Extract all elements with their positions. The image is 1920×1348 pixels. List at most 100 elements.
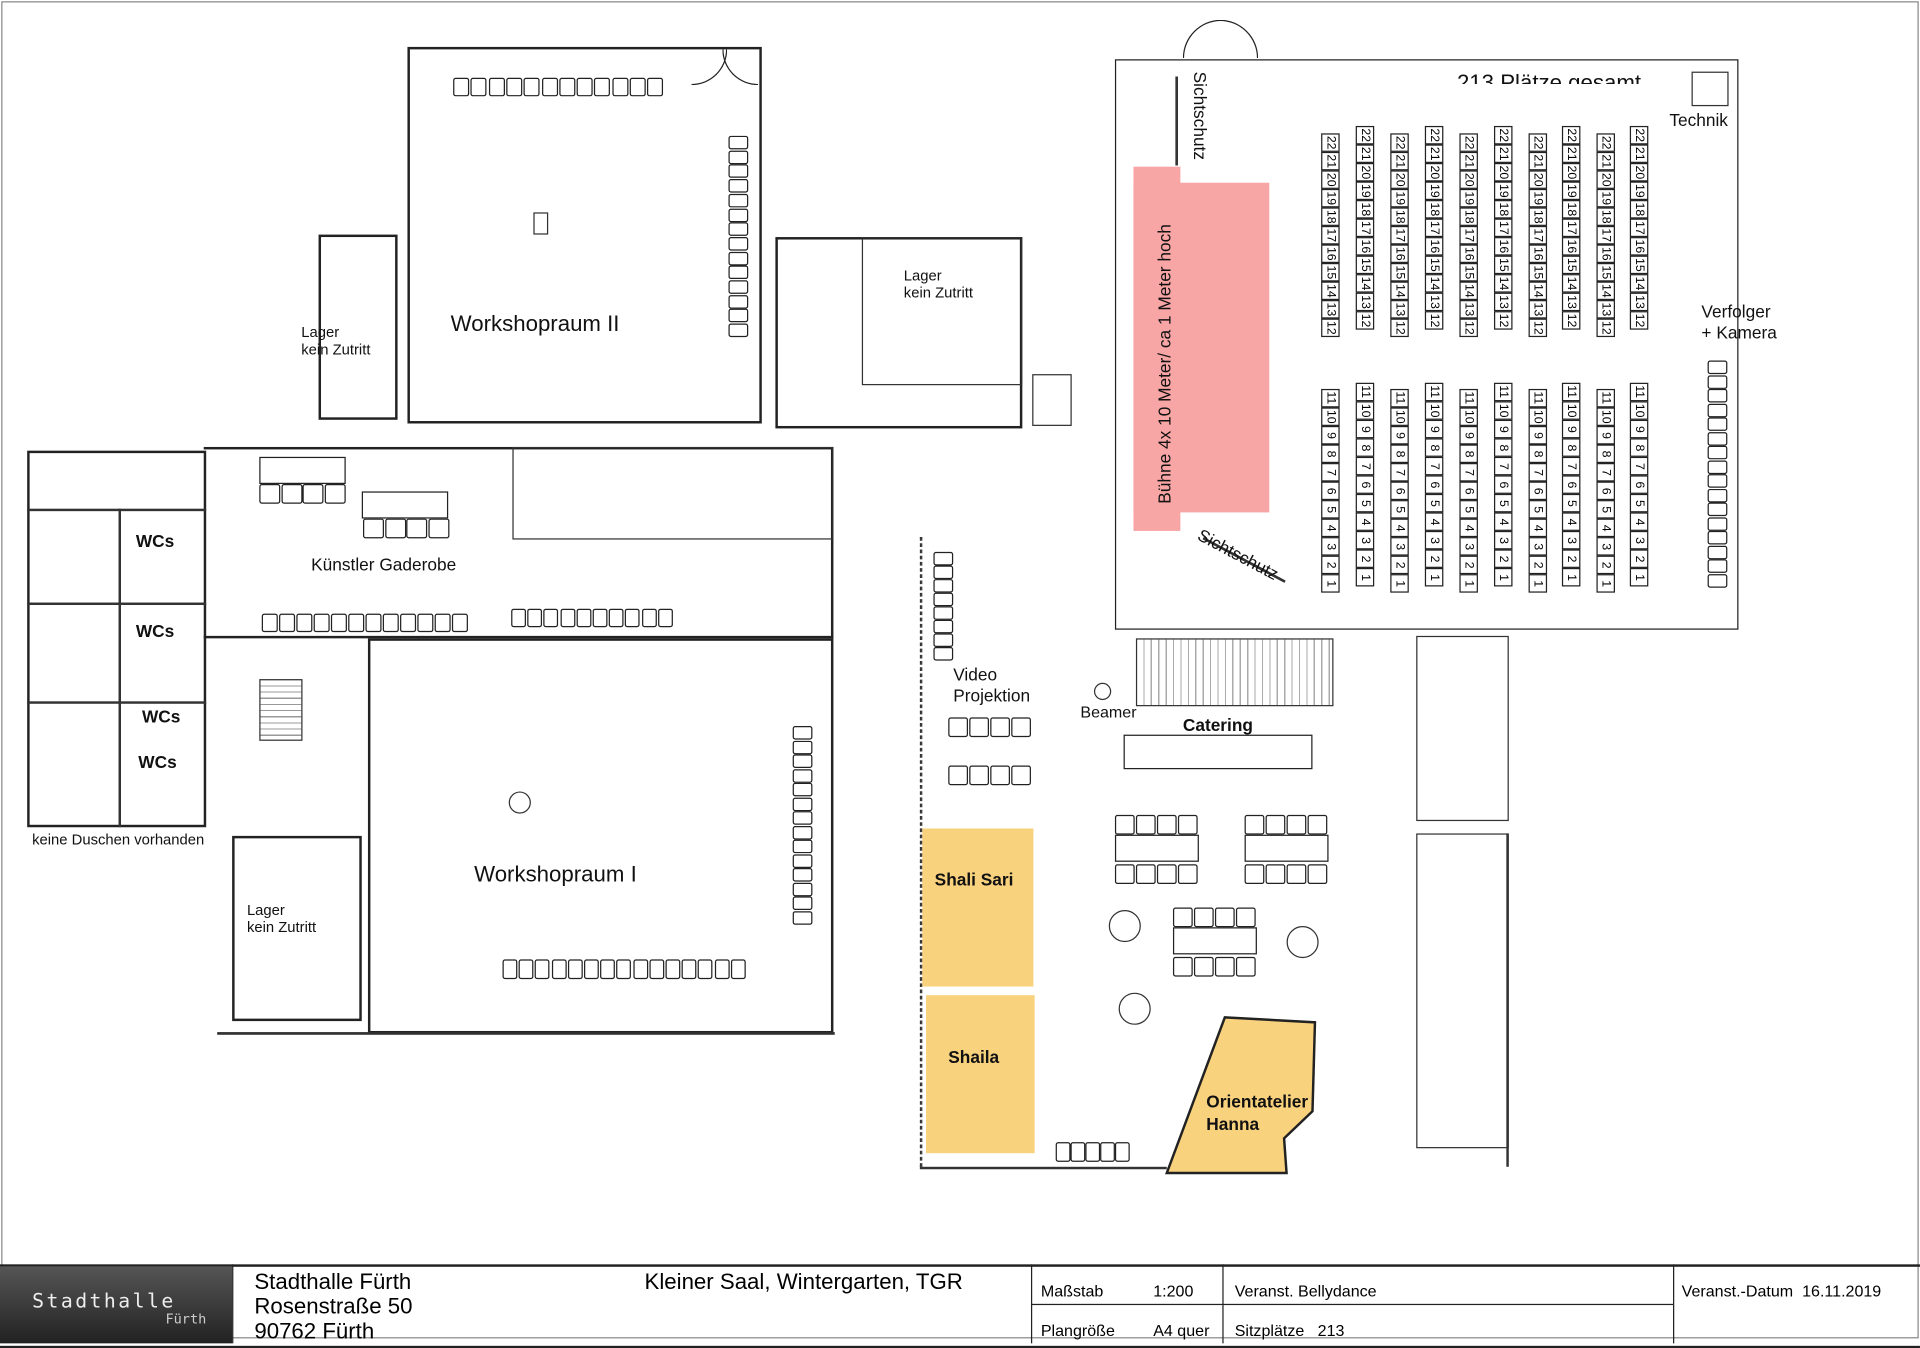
seat[interactable]: 3	[1561, 530, 1581, 550]
seat[interactable]: 16	[1561, 237, 1581, 256]
seat[interactable]: 5	[1390, 500, 1409, 519]
seat[interactable]: 15	[1528, 262, 1548, 282]
seat[interactable]: 12	[1561, 311, 1581, 330]
seat[interactable]: 22	[1596, 133, 1615, 152]
seat[interactable]: 4	[1561, 512, 1581, 531]
seat[interactable]: 13	[1321, 300, 1340, 319]
seat[interactable]: 5	[1321, 500, 1340, 519]
seat[interactable]: 18	[1596, 207, 1615, 226]
seat[interactable]: 20	[1459, 170, 1478, 189]
seat[interactable]: 7	[1596, 463, 1615, 482]
seat[interactable]: 19	[1493, 181, 1513, 201]
seat[interactable]: 18	[1493, 200, 1513, 219]
seat[interactable]: 4	[1424, 512, 1444, 531]
seat[interactable]: 7	[1321, 463, 1340, 482]
seat[interactable]: 19	[1321, 188, 1340, 208]
seat[interactable]: 11	[1561, 382, 1581, 402]
seat[interactable]: 16	[1321, 244, 1340, 263]
seat[interactable]: 20	[1321, 170, 1340, 189]
seat[interactable]: 9	[1390, 425, 1409, 445]
seat[interactable]: 10	[1629, 401, 1649, 420]
seat[interactable]: 6	[1390, 481, 1409, 501]
seat[interactable]: 5	[1355, 493, 1375, 513]
seat[interactable]: 9	[1321, 425, 1340, 445]
seat[interactable]: 6	[1493, 475, 1513, 494]
seat[interactable]: 1	[1528, 574, 1548, 593]
seat[interactable]: 1	[1355, 567, 1375, 587]
seat[interactable]: 22	[1321, 133, 1340, 152]
seat[interactable]: 21	[1528, 151, 1548, 171]
seat[interactable]: 15	[1355, 255, 1375, 275]
seat[interactable]: 4	[1321, 518, 1340, 538]
seat[interactable]: 3	[1459, 537, 1478, 556]
seat[interactable]: 1	[1459, 574, 1478, 593]
seat[interactable]: 6	[1596, 481, 1615, 501]
seat[interactable]: 2	[1528, 555, 1548, 575]
seat[interactable]: 8	[1596, 444, 1615, 464]
seat[interactable]: 20	[1424, 162, 1444, 182]
seat[interactable]: 10	[1528, 407, 1548, 426]
seat[interactable]: 10	[1493, 401, 1513, 420]
seat[interactable]: 11	[1459, 388, 1478, 408]
seat[interactable]: 9	[1459, 425, 1478, 445]
seat[interactable]: 22	[1390, 133, 1409, 152]
seat[interactable]: 3	[1493, 530, 1513, 550]
seat[interactable]: 6	[1629, 475, 1649, 494]
seat[interactable]: 13	[1355, 292, 1375, 312]
seat[interactable]: 5	[1493, 493, 1513, 513]
seat[interactable]: 5	[1528, 500, 1548, 519]
seat[interactable]: 6	[1355, 475, 1375, 494]
seat[interactable]: 4	[1459, 518, 1478, 538]
seat[interactable]: 10	[1321, 407, 1340, 426]
seat[interactable]: 2	[1629, 549, 1649, 568]
seat[interactable]: 5	[1596, 500, 1615, 519]
seat[interactable]: 14	[1424, 274, 1444, 293]
seat[interactable]: 6	[1528, 481, 1548, 501]
seat[interactable]: 21	[1561, 144, 1581, 163]
seat[interactable]: 21	[1629, 144, 1649, 163]
seat[interactable]: 8	[1528, 444, 1548, 464]
seat[interactable]: 17	[1459, 225, 1478, 245]
seat[interactable]: 2	[1459, 555, 1478, 575]
seat[interactable]: 22	[1424, 125, 1444, 145]
seat[interactable]: 7	[1561, 456, 1581, 476]
seat[interactable]: 11	[1355, 382, 1375, 402]
seat[interactable]: 4	[1629, 512, 1649, 531]
seat[interactable]: 20	[1355, 162, 1375, 182]
seat[interactable]: 15	[1629, 255, 1649, 275]
seat[interactable]: 14	[1459, 281, 1478, 301]
seat[interactable]: 21	[1596, 151, 1615, 171]
seat[interactable]: 15	[1424, 255, 1444, 275]
seat[interactable]: 7	[1424, 456, 1444, 476]
seat[interactable]: 4	[1528, 518, 1548, 538]
seat[interactable]: 17	[1493, 218, 1513, 238]
seat[interactable]: 16	[1459, 244, 1478, 263]
seat[interactable]: 9	[1629, 419, 1649, 439]
seat[interactable]: 21	[1424, 144, 1444, 163]
seat[interactable]: 8	[1493, 438, 1513, 457]
seat[interactable]: 2	[1596, 555, 1615, 575]
seat[interactable]: 3	[1629, 530, 1649, 550]
seat[interactable]: 6	[1459, 481, 1478, 501]
seat[interactable]: 18	[1629, 200, 1649, 219]
seat[interactable]: 3	[1528, 537, 1548, 556]
seat[interactable]: 7	[1390, 463, 1409, 482]
seat[interactable]: 11	[1424, 382, 1444, 402]
seat[interactable]: 21	[1355, 144, 1375, 163]
seat[interactable]: 9	[1355, 419, 1375, 439]
seat[interactable]: 9	[1596, 425, 1615, 445]
seat[interactable]: 14	[1355, 274, 1375, 293]
seat[interactable]: 19	[1561, 181, 1581, 201]
seat[interactable]: 18	[1459, 207, 1478, 226]
seat[interactable]: 4	[1596, 518, 1615, 538]
seat[interactable]: 4	[1355, 512, 1375, 531]
seat[interactable]: 2	[1424, 549, 1444, 568]
seat[interactable]: 12	[1424, 311, 1444, 330]
seat[interactable]: 10	[1596, 407, 1615, 426]
seat[interactable]: 22	[1493, 125, 1513, 145]
seat[interactable]: 6	[1561, 475, 1581, 494]
seat[interactable]: 21	[1390, 151, 1409, 171]
seat[interactable]: 22	[1629, 125, 1649, 145]
seat[interactable]: 17	[1424, 218, 1444, 238]
seat[interactable]: 14	[1561, 274, 1581, 293]
